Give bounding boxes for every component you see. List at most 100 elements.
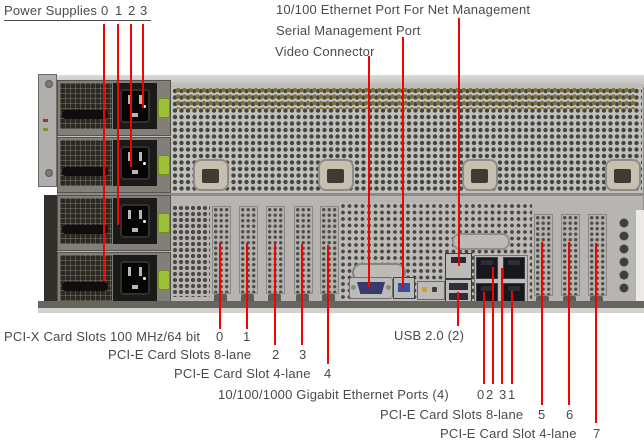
eth-port-number-3: 3	[499, 387, 507, 402]
label-text: USB 2.0 (2)	[394, 328, 465, 343]
label-text: PCI-E Card Slot 4-lane	[440, 426, 577, 441]
screw	[45, 169, 53, 177]
callout-line-video-connector	[368, 56, 370, 287]
label-pcie-4lane-left: PCI-E Card Slot 4-lane 4	[0, 366, 644, 383]
slot-number-4: 4	[324, 366, 332, 381]
ac-pin	[132, 170, 138, 174]
indicator-led	[432, 287, 437, 292]
inlet-dot	[143, 105, 146, 108]
vga-socket	[357, 282, 385, 294]
label-text: PCI-E Card Slots 8-lane	[380, 407, 524, 422]
slot-number-0: 0	[216, 329, 224, 344]
screw	[45, 80, 53, 88]
label-text: PCI-E Card Slot 4-lane	[174, 366, 311, 381]
slot-number-2: 2	[272, 347, 280, 362]
label-usb: USB 2.0 (2)	[0, 328, 644, 345]
ac-pin	[132, 228, 138, 232]
power-supply-0	[57, 252, 171, 308]
callout-line-pci-slot-3	[301, 244, 303, 345]
vent-grille	[172, 205, 210, 297]
panel-handle-latch	[202, 169, 219, 183]
ac-pin	[139, 95, 142, 104]
panel-handle	[605, 159, 641, 191]
psu-handle	[62, 110, 108, 119]
callout-line-pci-slot-4	[327, 245, 329, 364]
recessed-slot	[452, 233, 510, 250]
callout-line-gigabit-port-2	[492, 267, 494, 384]
ac-pin	[139, 152, 142, 161]
callout-line-power-supply-0	[103, 24, 105, 281]
label-text: Video Connector	[275, 44, 375, 59]
ac-pin	[132, 113, 138, 117]
rj45-tab	[481, 260, 493, 265]
callout-line-pci-slot-1	[246, 243, 248, 329]
vga-screw	[351, 285, 356, 290]
ac-pin	[139, 210, 142, 219]
ac-pin	[139, 267, 142, 276]
panel-handle	[318, 159, 354, 191]
serial-socket	[398, 283, 410, 292]
vga-screw	[386, 285, 391, 290]
label-text: 10/100 Ethernet Port For Net Management	[276, 2, 531, 17]
label-pcie-8lane-right: PCI-E Card Slots 8-lane 5 6	[0, 407, 644, 424]
psu-number-1: 1	[115, 3, 123, 18]
psu-number-0: 0	[101, 3, 109, 18]
usb-port-0	[449, 283, 468, 290]
ac-pin	[128, 152, 131, 161]
pci-slot-cover-4	[320, 206, 339, 294]
slot-number-1: 1	[243, 329, 251, 344]
indicator-block	[417, 281, 445, 300]
pci-slot-cover-1	[239, 206, 258, 294]
rack-mount-bracket	[38, 74, 57, 187]
label-text: Serial Management Port	[276, 23, 421, 38]
gigabit-port-1	[503, 257, 525, 279]
label-text: Power Supplies	[4, 3, 98, 18]
eth-port-number-2: 2	[486, 387, 494, 402]
chassis-shadow	[38, 308, 644, 313]
label-serial-mgmt-port: Serial Management Port	[276, 23, 476, 40]
psu-handle	[62, 282, 108, 291]
pci-slot-cover-6	[561, 214, 580, 296]
led-column	[616, 216, 632, 294]
ac-pin	[132, 285, 138, 289]
chassis-top-rail	[57, 75, 644, 87]
label-text: PCI-X Card Slots 100 MHz/64 bit	[4, 329, 201, 344]
rj45-tab	[508, 260, 520, 265]
psu-release-clip	[158, 155, 170, 175]
slot-number-7: 7	[593, 426, 601, 441]
callout-line-pci-slot-6	[568, 242, 570, 405]
pci-slot-cover-7	[588, 214, 607, 296]
psu-handle	[62, 167, 108, 176]
callout-line-usb-ports	[457, 292, 459, 326]
status-led	[43, 119, 48, 122]
status-led	[43, 128, 48, 131]
chassis-right-strip	[636, 210, 644, 302]
inlet-dot	[143, 162, 146, 165]
callout-line-power-supply-1	[117, 24, 119, 225]
callout-line-power-supply-2	[130, 24, 132, 167]
indicator-led	[422, 287, 427, 292]
psu-release-clip	[158, 98, 170, 118]
callout-line-pci-slot-5	[541, 242, 543, 405]
callout-line-gigabit-port-0	[483, 292, 485, 384]
callout-line-gigabit-port-3	[501, 268, 503, 384]
callout-line-power-supply-3	[142, 24, 144, 108]
perforated-panel-gold-band	[175, 87, 637, 109]
video-connector	[349, 277, 393, 299]
callout-line-gigabit-port-1	[511, 291, 513, 384]
chassis-left-edge	[44, 195, 57, 302]
callout-line-serial-management-port	[402, 37, 404, 289]
pci-slot-cover-5	[534, 214, 553, 296]
panel-handle-latch	[327, 169, 344, 183]
panel-handle	[193, 159, 229, 191]
eth-port-number-1: 1	[508, 387, 516, 402]
serial-management-port	[393, 277, 415, 299]
label-gigabit-ethernet: 10/100/1000 Gigabit Ethernet Ports (4) 0…	[0, 387, 644, 404]
panel-handle-latch	[614, 169, 631, 183]
psu-release-clip	[158, 270, 170, 290]
label-video-connector: Video Connector	[275, 44, 425, 61]
ac-pin	[128, 95, 131, 104]
power-supply-2	[57, 137, 171, 193]
label-text: PCI-E Card Slots 8-lane	[108, 347, 252, 362]
